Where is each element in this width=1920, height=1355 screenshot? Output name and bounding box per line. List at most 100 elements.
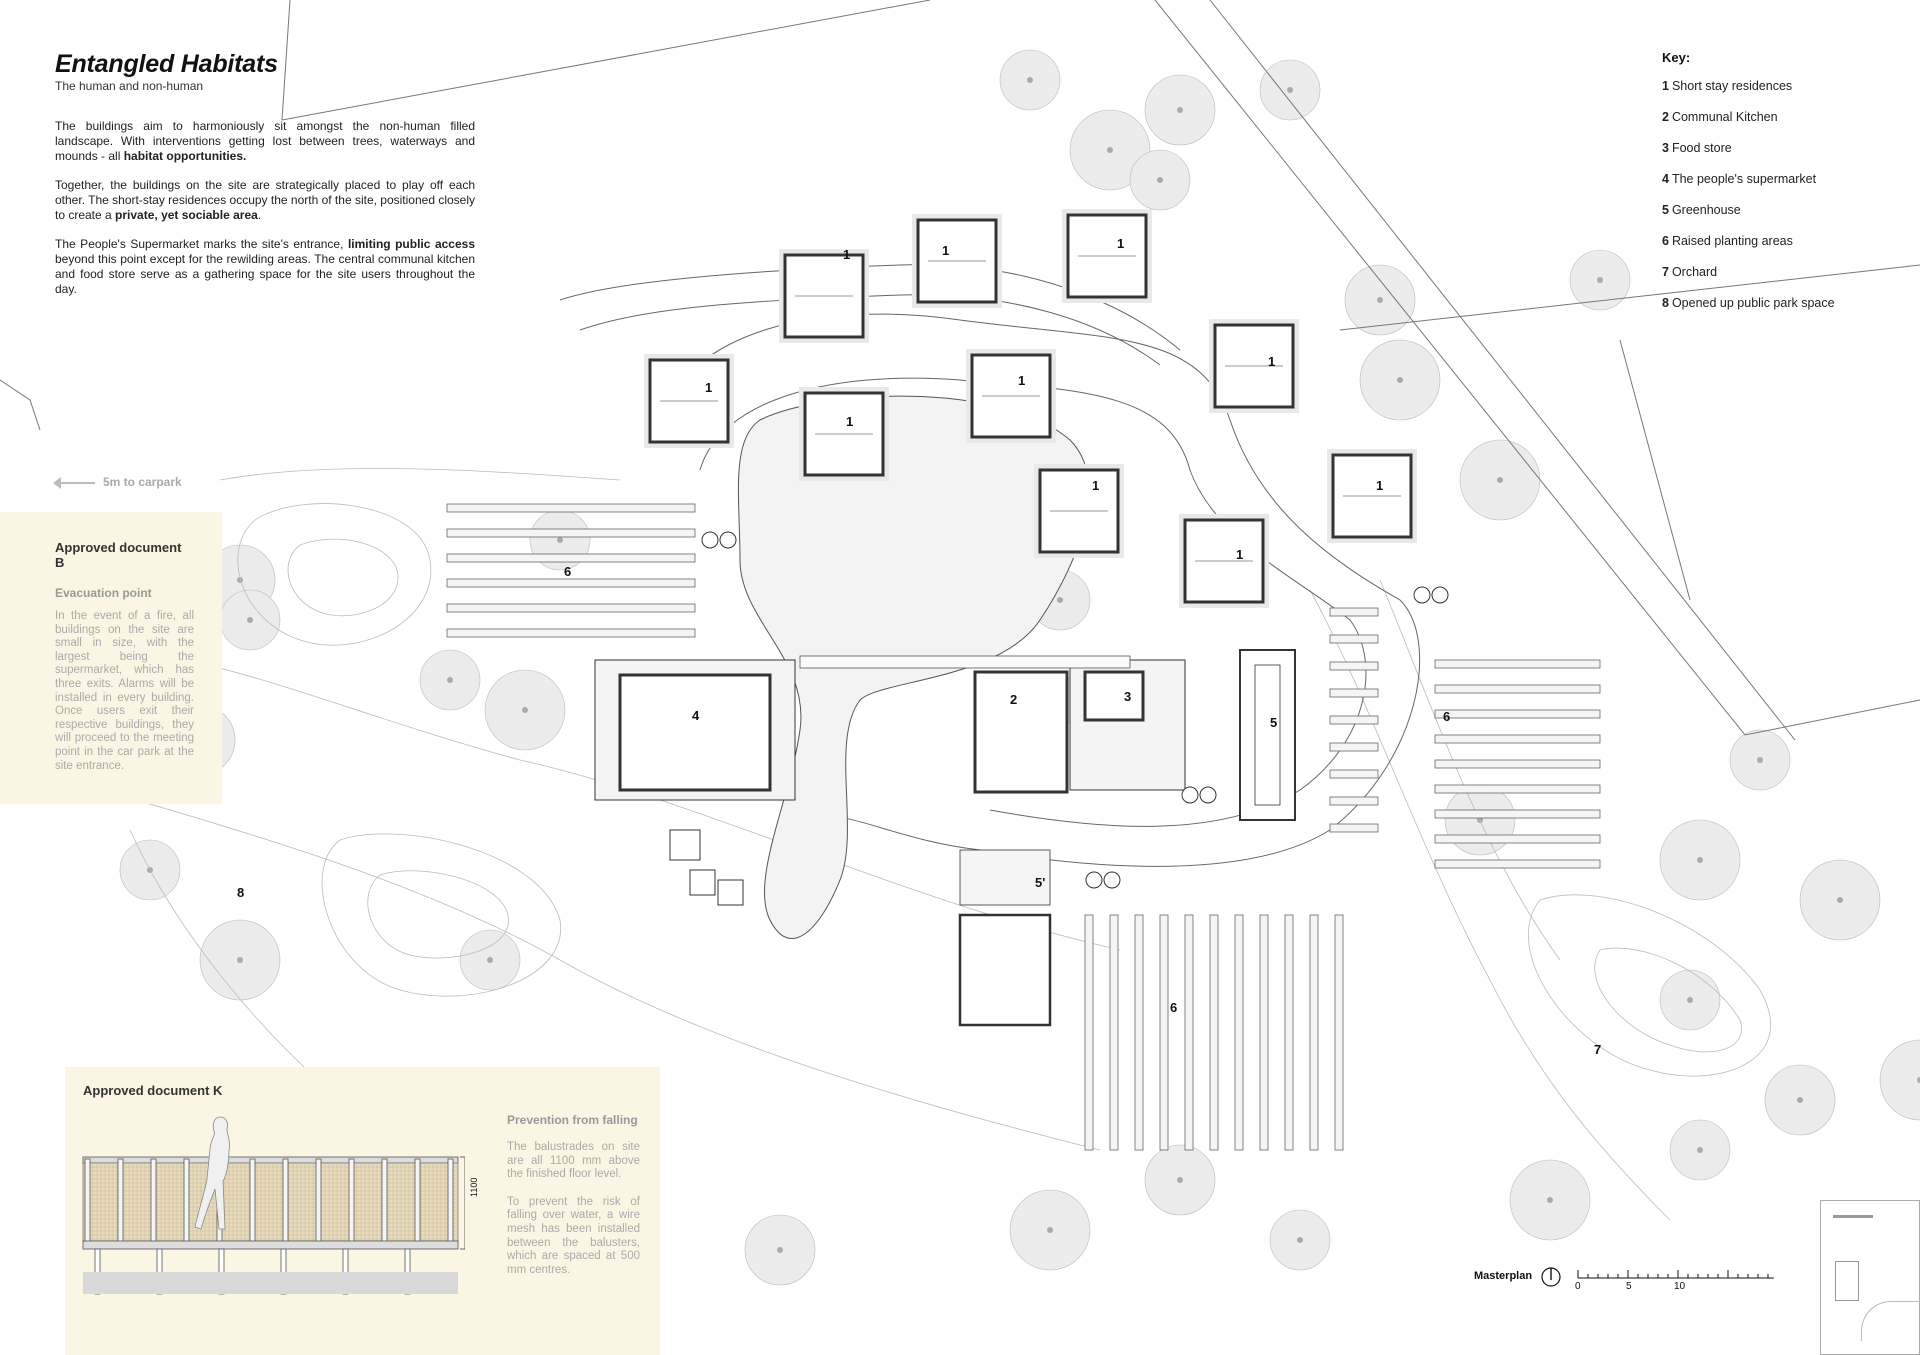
- plan-label-residence: 1: [846, 414, 854, 429]
- approved-document-b-panel: Approved document B Evacuation point In …: [0, 512, 222, 804]
- page-title: Entangled Habitats: [55, 50, 278, 78]
- tree-trunk: [447, 677, 453, 683]
- planting-bed: [446, 528, 696, 538]
- tree-trunk: [1047, 1227, 1053, 1233]
- water-tank: [701, 531, 719, 549]
- planting-bed: [1329, 715, 1379, 725]
- planting-bed: [1434, 734, 1601, 744]
- planting-bed: [1329, 796, 1379, 806]
- planting-bed: [1329, 688, 1379, 698]
- bridge: [799, 655, 1131, 669]
- baluster: [315, 1158, 322, 1246]
- key-label: Food store: [1671, 141, 1732, 155]
- key-label: Raised planting areas: [1671, 234, 1793, 248]
- planting-bed: [1084, 914, 1094, 1151]
- small-structure: [689, 869, 716, 896]
- key-title: Key:: [1662, 50, 1691, 65]
- baluster: [381, 1158, 388, 1246]
- person-silhouette-icon: [194, 1116, 230, 1230]
- planting-bed: [1434, 659, 1601, 669]
- scale-label: Masterplan: [1474, 1270, 1533, 1282]
- planting-bed: [1434, 834, 1601, 844]
- baluster: [117, 1158, 124, 1246]
- supermarket-building: [618, 673, 772, 792]
- plan-label-residence: 1: [1268, 354, 1276, 369]
- planting-bed: [446, 553, 696, 563]
- planting-bed: [1134, 914, 1144, 1151]
- scale-tick-label: 10: [1674, 1281, 1686, 1292]
- planting-bed: [1329, 634, 1379, 644]
- key-number: 6: [1662, 234, 1669, 248]
- tree-canopy: [1879, 1039, 1920, 1121]
- planting-bed: [1234, 914, 1244, 1151]
- intro-paragraph: The buildings aim to harmoniously sit am…: [55, 119, 475, 163]
- key-label: Opened up public park space: [1671, 296, 1835, 310]
- tree-trunk: [1177, 1177, 1183, 1183]
- planting-bed: [1259, 914, 1269, 1151]
- planting-bed: [1329, 769, 1379, 779]
- planting-bed: [1434, 684, 1601, 694]
- kitchen-building: [973, 670, 1069, 794]
- key-label: Orchard: [1671, 265, 1718, 279]
- tree-trunk: [1107, 147, 1113, 153]
- baluster: [84, 1158, 91, 1246]
- scale-tick-label: 0: [1575, 1281, 1581, 1292]
- plan-label-residence: 1: [1117, 236, 1125, 251]
- planting-bed: [1434, 784, 1601, 794]
- doc-k-title: Approved document K: [83, 1083, 223, 1098]
- water-tank: [1199, 786, 1217, 804]
- doc-b-body: In the event of a fire, all buildings on…: [55, 610, 194, 772]
- doc-k-body: To prevent the risk of falling over wate…: [507, 1195, 640, 1276]
- tree-trunk: [1287, 87, 1293, 93]
- tree-trunk: [1547, 1197, 1553, 1203]
- title-block: Entangled Habitats The human and non-hum…: [55, 50, 475, 297]
- planting-bed: [1434, 859, 1601, 869]
- plan-label-food-store: 3: [1124, 689, 1132, 704]
- planting-bed: [1329, 742, 1379, 752]
- planting-bed: [1159, 914, 1169, 1151]
- key-label: Greenhouse: [1671, 203, 1741, 217]
- tree-trunk: [247, 617, 253, 623]
- water-tank: [1431, 586, 1449, 604]
- plan-label-residence: 1: [1018, 373, 1026, 388]
- baluster: [150, 1158, 157, 1246]
- water-tank: [1181, 786, 1199, 804]
- planting-bed: [1284, 914, 1294, 1151]
- tree-trunk: [1497, 477, 1503, 483]
- plan-label-planting: 6: [1443, 709, 1451, 724]
- baluster: [183, 1158, 190, 1246]
- key-number: 7: [1662, 265, 1669, 279]
- page-subtitle: The human and non-human: [55, 79, 204, 93]
- plan-label-park: 8: [237, 885, 245, 900]
- plan-label-orchard: 7: [1594, 1042, 1602, 1057]
- plan-label-planting: 6: [564, 564, 572, 579]
- scale-tick-label: 5: [1626, 1281, 1632, 1292]
- tree-trunk: [1027, 77, 1033, 83]
- baluster: [348, 1158, 355, 1246]
- key-number: 4: [1662, 172, 1669, 186]
- greenhouse-interior: [1254, 664, 1281, 806]
- plan-label-planting: 6: [1170, 1000, 1178, 1015]
- approved-document-k-panel: Approved document K 1100 Prevention from…: [65, 1067, 660, 1355]
- water-tank: [1085, 871, 1103, 889]
- prevention-from-falling: Prevention from falling The balustrades …: [507, 1113, 640, 1277]
- planting-bed: [446, 603, 696, 613]
- planting-bed: [1309, 914, 1319, 1151]
- plan-label-residence: 1: [705, 380, 713, 395]
- water-tank: [1103, 871, 1121, 889]
- plan-label-residence: 1: [1376, 478, 1384, 493]
- doc-b-title: Approved document B: [55, 540, 182, 570]
- tree-trunk: [1297, 1237, 1303, 1243]
- carpark-label: 5m to carpark: [103, 475, 182, 489]
- tree-trunk: [1397, 377, 1403, 383]
- intro-paragraph: The People's Supermarket marks the site'…: [55, 237, 475, 296]
- doc-b-subtitle: Evacuation point: [55, 586, 152, 600]
- water-tank: [719, 531, 737, 549]
